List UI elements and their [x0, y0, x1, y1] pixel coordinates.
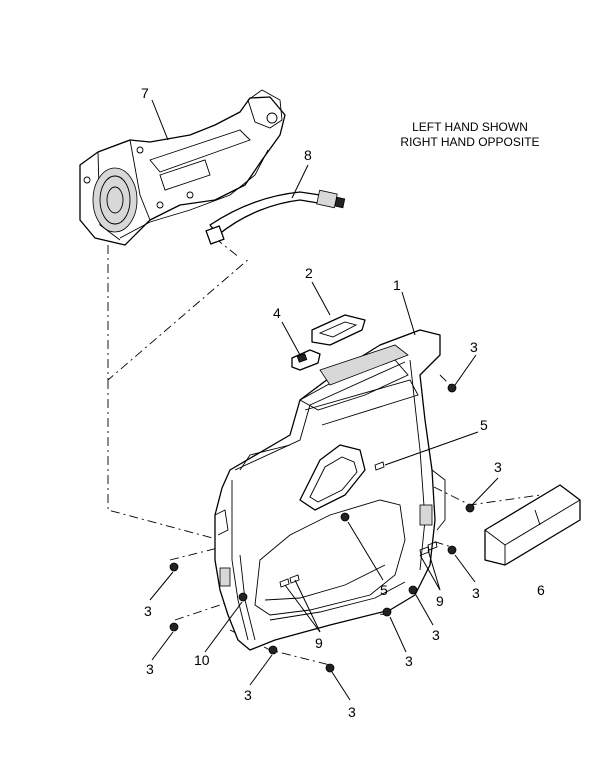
fasteners: [169, 383, 475, 673]
switch-bezel: [291, 349, 321, 371]
callout-3-right: 3: [494, 459, 502, 475]
callout-1: 1: [393, 277, 401, 293]
door-trim-panel: [214, 329, 446, 651]
callout-numbers: 7 8 2 1 4 3 5 3 5 9 3 6 3 3 9 3 10 3 3 3: [141, 85, 545, 720]
callout-3-bottom-left: 3: [244, 687, 252, 703]
orientation-note-line-2: RIGHT HAND OPPOSITE: [400, 135, 540, 149]
callout-3-top-right: 3: [470, 339, 478, 355]
callout-4: 4: [273, 305, 281, 321]
callout-3-mid-right: 3: [432, 627, 440, 643]
foam-block: [484, 484, 581, 566]
callout-7: 7: [141, 85, 149, 101]
callout-3-bottom: 3: [348, 704, 356, 720]
leader-lines: [149, 99, 499, 701]
callout-8: 8: [304, 147, 312, 163]
speaker-housing: [79, 89, 286, 246]
callout-3-left-upper: 3: [144, 603, 152, 619]
callout-3-center-right: 3: [405, 653, 413, 669]
callout-2: 2: [305, 265, 313, 281]
callout-9-center: 9: [315, 635, 323, 651]
callout-6: 6: [537, 582, 545, 598]
callout-9-right: 9: [436, 593, 444, 609]
callout-3-left-lower: 3: [146, 661, 154, 677]
callout-5-lower: 5: [380, 582, 388, 598]
pull-cup: [311, 314, 366, 346]
wiring-harness: [205, 189, 346, 245]
orientation-note-line-1: LEFT HAND SHOWN: [412, 120, 528, 134]
callout-5-upper: 5: [480, 417, 488, 433]
callout-10: 10: [194, 652, 210, 668]
callout-3-far-right: 3: [472, 585, 480, 601]
orientation-note: LEFT HAND SHOWN RIGHT HAND OPPOSITE: [380, 120, 560, 150]
